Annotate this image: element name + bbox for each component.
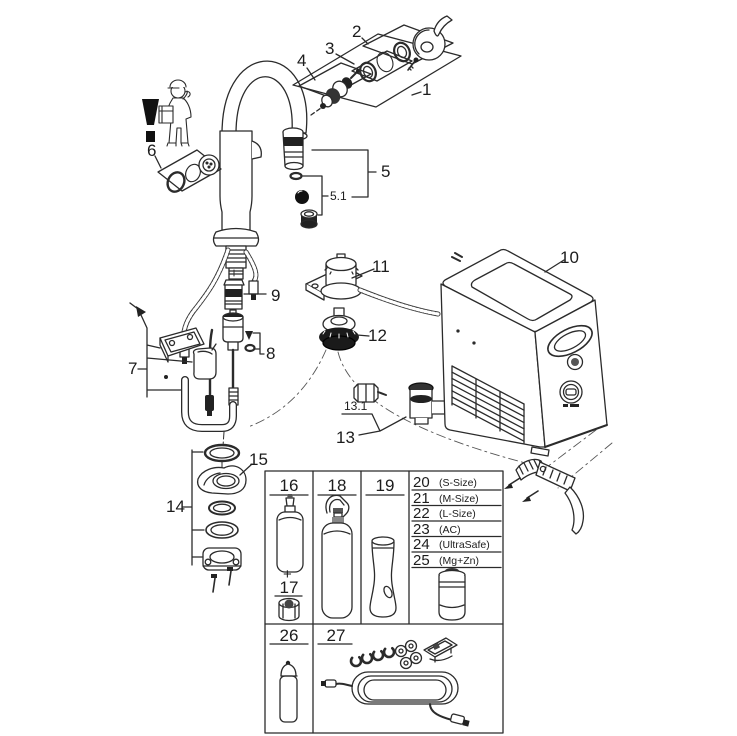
filter-row-22: 22 (L-Size) — [413, 505, 476, 522]
callout-5-1: 5.1 — [330, 189, 347, 203]
filter-num: 24 — [413, 536, 430, 553]
table-label-27: 27 — [326, 626, 346, 645]
part-15-escutcheon — [196, 443, 253, 495]
filter-num: 20 — [413, 474, 430, 491]
callout-1: 1 — [422, 80, 432, 99]
faucet-spout — [221, 60, 332, 141]
inline-valve — [222, 309, 244, 351]
co2-bottle-18 — [321, 494, 353, 619]
filter-hose — [228, 348, 239, 406]
carafe-19 — [369, 536, 397, 618]
filter-num: 23 — [413, 520, 430, 538]
callout-5: 5 — [381, 162, 391, 181]
part-11-valve-unit — [305, 253, 441, 317]
callout-6: 6 — [147, 141, 157, 160]
filter-num: 25 — [413, 551, 430, 569]
table-label-26: 26 — [279, 626, 299, 645]
callout-2: 2 — [352, 22, 362, 41]
table-label-19: 19 — [375, 476, 395, 495]
filter-row-23: 23 (AC) — [413, 520, 461, 538]
warning-exclamation-icon — [142, 99, 159, 142]
callout-12: 12 — [368, 326, 387, 345]
part-10-cooler-unit — [440, 248, 608, 457]
callout-15: 15 — [249, 450, 268, 469]
table-label-17: 17 — [279, 578, 299, 597]
part-8-small-parts — [244, 331, 265, 355]
part-6-group — [154, 149, 222, 193]
filter-num: 22 — [413, 505, 430, 522]
callout-8: 8 — [266, 344, 276, 363]
part-5-spray-head — [282, 127, 377, 229]
co2-bottle-16 — [276, 494, 304, 573]
table-label-plus: + — [283, 566, 292, 583]
filter-row-20: 20 (S-Size) — [413, 474, 477, 491]
table-label-16: 16 — [279, 476, 299, 495]
filter-num: 21 — [413, 489, 430, 507]
safety-strap — [504, 458, 585, 535]
callout-3: 3 — [325, 39, 335, 58]
part-13-angle-valve — [341, 382, 455, 436]
part-12-filter-head — [319, 307, 370, 351]
part-7-group — [129, 302, 237, 432]
filter-cartridge — [438, 568, 466, 621]
faucet-body — [212, 130, 262, 280]
part-9-check-valve — [223, 279, 267, 310]
filter-row-21: 21 (M-Size) — [413, 489, 479, 507]
installer-icon — [158, 79, 192, 147]
callout-4: 4 — [297, 51, 307, 70]
filter-size: (UltraSafe) — [439, 539, 490, 551]
filter-size: (L-Size) — [439, 508, 476, 520]
callout-9: 9 — [271, 286, 281, 305]
handle-exploded-group — [292, 15, 462, 109]
table-label-18: 18 — [327, 476, 347, 495]
part-14-mounting-set — [182, 449, 242, 593]
filter-size: (AC) — [439, 523, 461, 536]
axis-line — [221, 431, 225, 471]
filter-size: (M-Size) — [439, 492, 479, 505]
callout-7: 7 — [128, 359, 138, 378]
filter-row-24: 24 (UltraSafe) — [413, 536, 490, 553]
callout-10: 10 — [560, 248, 579, 267]
callout-13-1: 13.1 — [344, 399, 368, 413]
cleaning-cartridge-26 — [279, 660, 298, 723]
callout-14: 14 — [166, 497, 185, 516]
filter-size: (S-Size) — [439, 477, 477, 489]
callout-13: 13 — [336, 428, 355, 447]
install-kit-27 — [321, 637, 470, 727]
callout-11: 11 — [372, 257, 390, 276]
filter-row-25: 25 (Mg+Zn) — [413, 551, 479, 569]
filter-size: (Mg+Zn) — [439, 554, 479, 567]
adapter-17 — [278, 597, 300, 622]
